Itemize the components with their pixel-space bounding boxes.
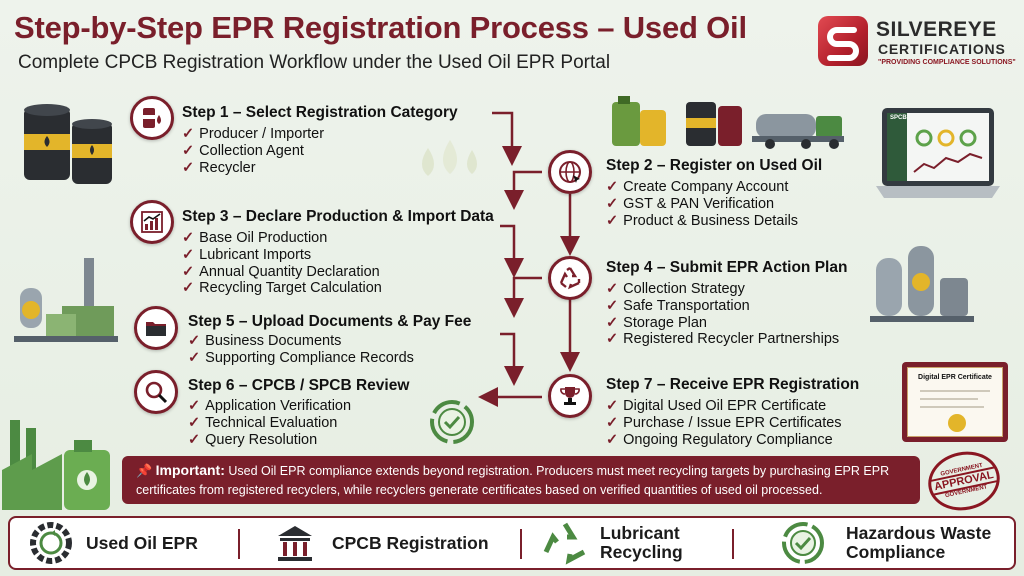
step-1-icon bbox=[130, 96, 174, 140]
step-4-title: Step 4 – Submit EPR Action Plan bbox=[606, 259, 848, 276]
important-text: Used Oil EPR compliance extends beyond r… bbox=[136, 464, 890, 497]
list-item: ✓Business Documents bbox=[188, 333, 342, 349]
logo-mark-icon bbox=[818, 16, 868, 66]
oil-drops-icon bbox=[422, 140, 477, 176]
list-item: ✓Safe Transportation bbox=[606, 297, 750, 314]
footer-divider bbox=[238, 529, 240, 559]
footer-divider bbox=[520, 529, 522, 559]
oil-cans-truck-illustration bbox=[612, 96, 844, 149]
page-title: Step-by-Step EPR Registration Process – … bbox=[14, 10, 747, 45]
footer-bar: Used Oil EPR CPCB Registration Lubricant… bbox=[8, 516, 1016, 570]
pin-icon: 📌 bbox=[136, 463, 153, 478]
list-item: ✓Product & Business Details bbox=[606, 212, 799, 229]
step-3-icon bbox=[130, 200, 174, 244]
chart-icon bbox=[141, 211, 163, 233]
footer-divider bbox=[732, 529, 734, 559]
page-subtitle: Complete CPCB Registration Workflow unde… bbox=[18, 52, 611, 73]
brand-logo: SILVEREYE CERTIFICATIONS "PROVIDING COMP… bbox=[818, 14, 1018, 76]
important-note: 📌 Important: Used Oil EPR compliance ext… bbox=[122, 456, 920, 504]
certificate-seal-icon bbox=[948, 414, 966, 432]
list-item: ✓Collection Agent bbox=[182, 142, 304, 159]
list-item: ✓GST & PAN Verification bbox=[606, 195, 775, 212]
logo-sub: CERTIFICATIONS bbox=[878, 41, 1006, 57]
laptop-dashboard-illustration: SPCB bbox=[876, 106, 1000, 200]
recycle-icon bbox=[559, 267, 581, 290]
folder-icon bbox=[146, 322, 166, 336]
step-7-icon bbox=[548, 374, 592, 418]
oil-barrel-icon bbox=[143, 108, 161, 128]
step-4-list: ✓Collection Strategy ✓Safe Transportatio… bbox=[606, 281, 839, 348]
step-1-title: Step 1 – Select Registration Category bbox=[182, 104, 458, 121]
globe-icon bbox=[559, 161, 581, 183]
footer-item-lubricant-recycling: Lubricant Recycling bbox=[540, 518, 704, 568]
list-item: ✓Registered Recycler Partnerships bbox=[606, 331, 840, 348]
list-item: ✓Digital Used Oil EPR Certificate bbox=[606, 398, 827, 414]
step-6-icon bbox=[134, 370, 178, 414]
list-item: ✓Purchase / Issue EPR Certificates bbox=[606, 414, 842, 431]
step-3-list: ✓Base Oil Production ✓Lubricant Imports … bbox=[182, 230, 382, 297]
oil-plant-illustration bbox=[870, 246, 974, 322]
step-5-list: ✓Business Documents ✓Supporting Complian… bbox=[188, 333, 414, 367]
shield-check-icon bbox=[782, 522, 824, 564]
step-2-title: Step 2 – Register on Used Oil bbox=[606, 157, 823, 174]
list-item: ✓Ongoing Regulatory Compliance bbox=[606, 431, 833, 448]
list-item: ✓Collection Strategy bbox=[606, 281, 745, 297]
list-item: ✓Technical Evaluation bbox=[188, 414, 338, 431]
step-2-icon bbox=[548, 150, 592, 194]
list-item: ✓Supporting Compliance Records bbox=[188, 349, 414, 366]
certificate-illustration: Digital EPR Certificate bbox=[902, 362, 1008, 442]
process-check-icon bbox=[430, 400, 474, 444]
tire-recycle-icon bbox=[30, 522, 72, 564]
logo-name: SILVEREYE bbox=[876, 18, 997, 41]
list-item: ✓Application Verification bbox=[188, 398, 352, 414]
list-item: ✓Create Company Account bbox=[606, 179, 789, 195]
laptop-brand: SPCB bbox=[890, 115, 907, 121]
step-5-icon bbox=[134, 306, 178, 350]
step-6-list: ✓Application Verification ✓Technical Eva… bbox=[188, 398, 351, 448]
government-building-icon bbox=[278, 526, 312, 561]
list-item: ✓Base Oil Production bbox=[182, 230, 328, 246]
logo-tagline: "PROVIDING COMPLIANCE SOLUTIONS" bbox=[878, 59, 1016, 66]
list-item: ✓Storage Plan bbox=[606, 314, 707, 331]
list-item: ✓Producer / Importer bbox=[182, 126, 325, 142]
step-7-list: ✓Digital Used Oil EPR Certificate ✓Purch… bbox=[606, 398, 842, 448]
list-item: ✓Recycler bbox=[182, 159, 256, 176]
step-3-title: Step 3 – Declare Production & Import Dat… bbox=[182, 208, 494, 225]
certificate-title: Digital EPR Certificate bbox=[918, 374, 992, 381]
refinery-illustration bbox=[14, 258, 118, 342]
footer-item-cpcb-registration: CPCB Registration bbox=[272, 518, 489, 568]
oil-barrels-illustration bbox=[24, 104, 112, 184]
magnifier-icon bbox=[145, 381, 168, 404]
step-4-icon bbox=[548, 256, 592, 300]
important-label: Important: bbox=[155, 462, 225, 478]
recycle-icon bbox=[543, 522, 586, 565]
green-factory-illustration bbox=[2, 420, 110, 510]
footer-item-hazardous-waste-compliance: Hazardous Waste Compliance bbox=[780, 518, 1014, 568]
list-item: ✓Recycling Target Calculation bbox=[182, 280, 382, 297]
step-2-list: ✓Create Company Account ✓GST & PAN Verif… bbox=[606, 179, 798, 229]
step-5-title: Step 5 – Upload Documents & Pay Fee bbox=[188, 313, 472, 330]
footer-item-used-oil-epr: Used Oil EPR bbox=[28, 518, 198, 568]
step-1-list: ✓Producer / Importer ✓Collection Agent ✓… bbox=[182, 126, 324, 176]
list-item: ✓Lubricant Imports bbox=[182, 246, 312, 263]
list-item: ✓Query Resolution bbox=[188, 431, 318, 448]
trophy-icon bbox=[560, 387, 580, 405]
step-7-title: Step 7 – Receive EPR Registration bbox=[606, 376, 860, 393]
list-item: ✓Annual Quantity Declaration bbox=[182, 263, 380, 280]
step-6-title: Step 6 – CPCB / SPCB Review bbox=[188, 377, 410, 394]
